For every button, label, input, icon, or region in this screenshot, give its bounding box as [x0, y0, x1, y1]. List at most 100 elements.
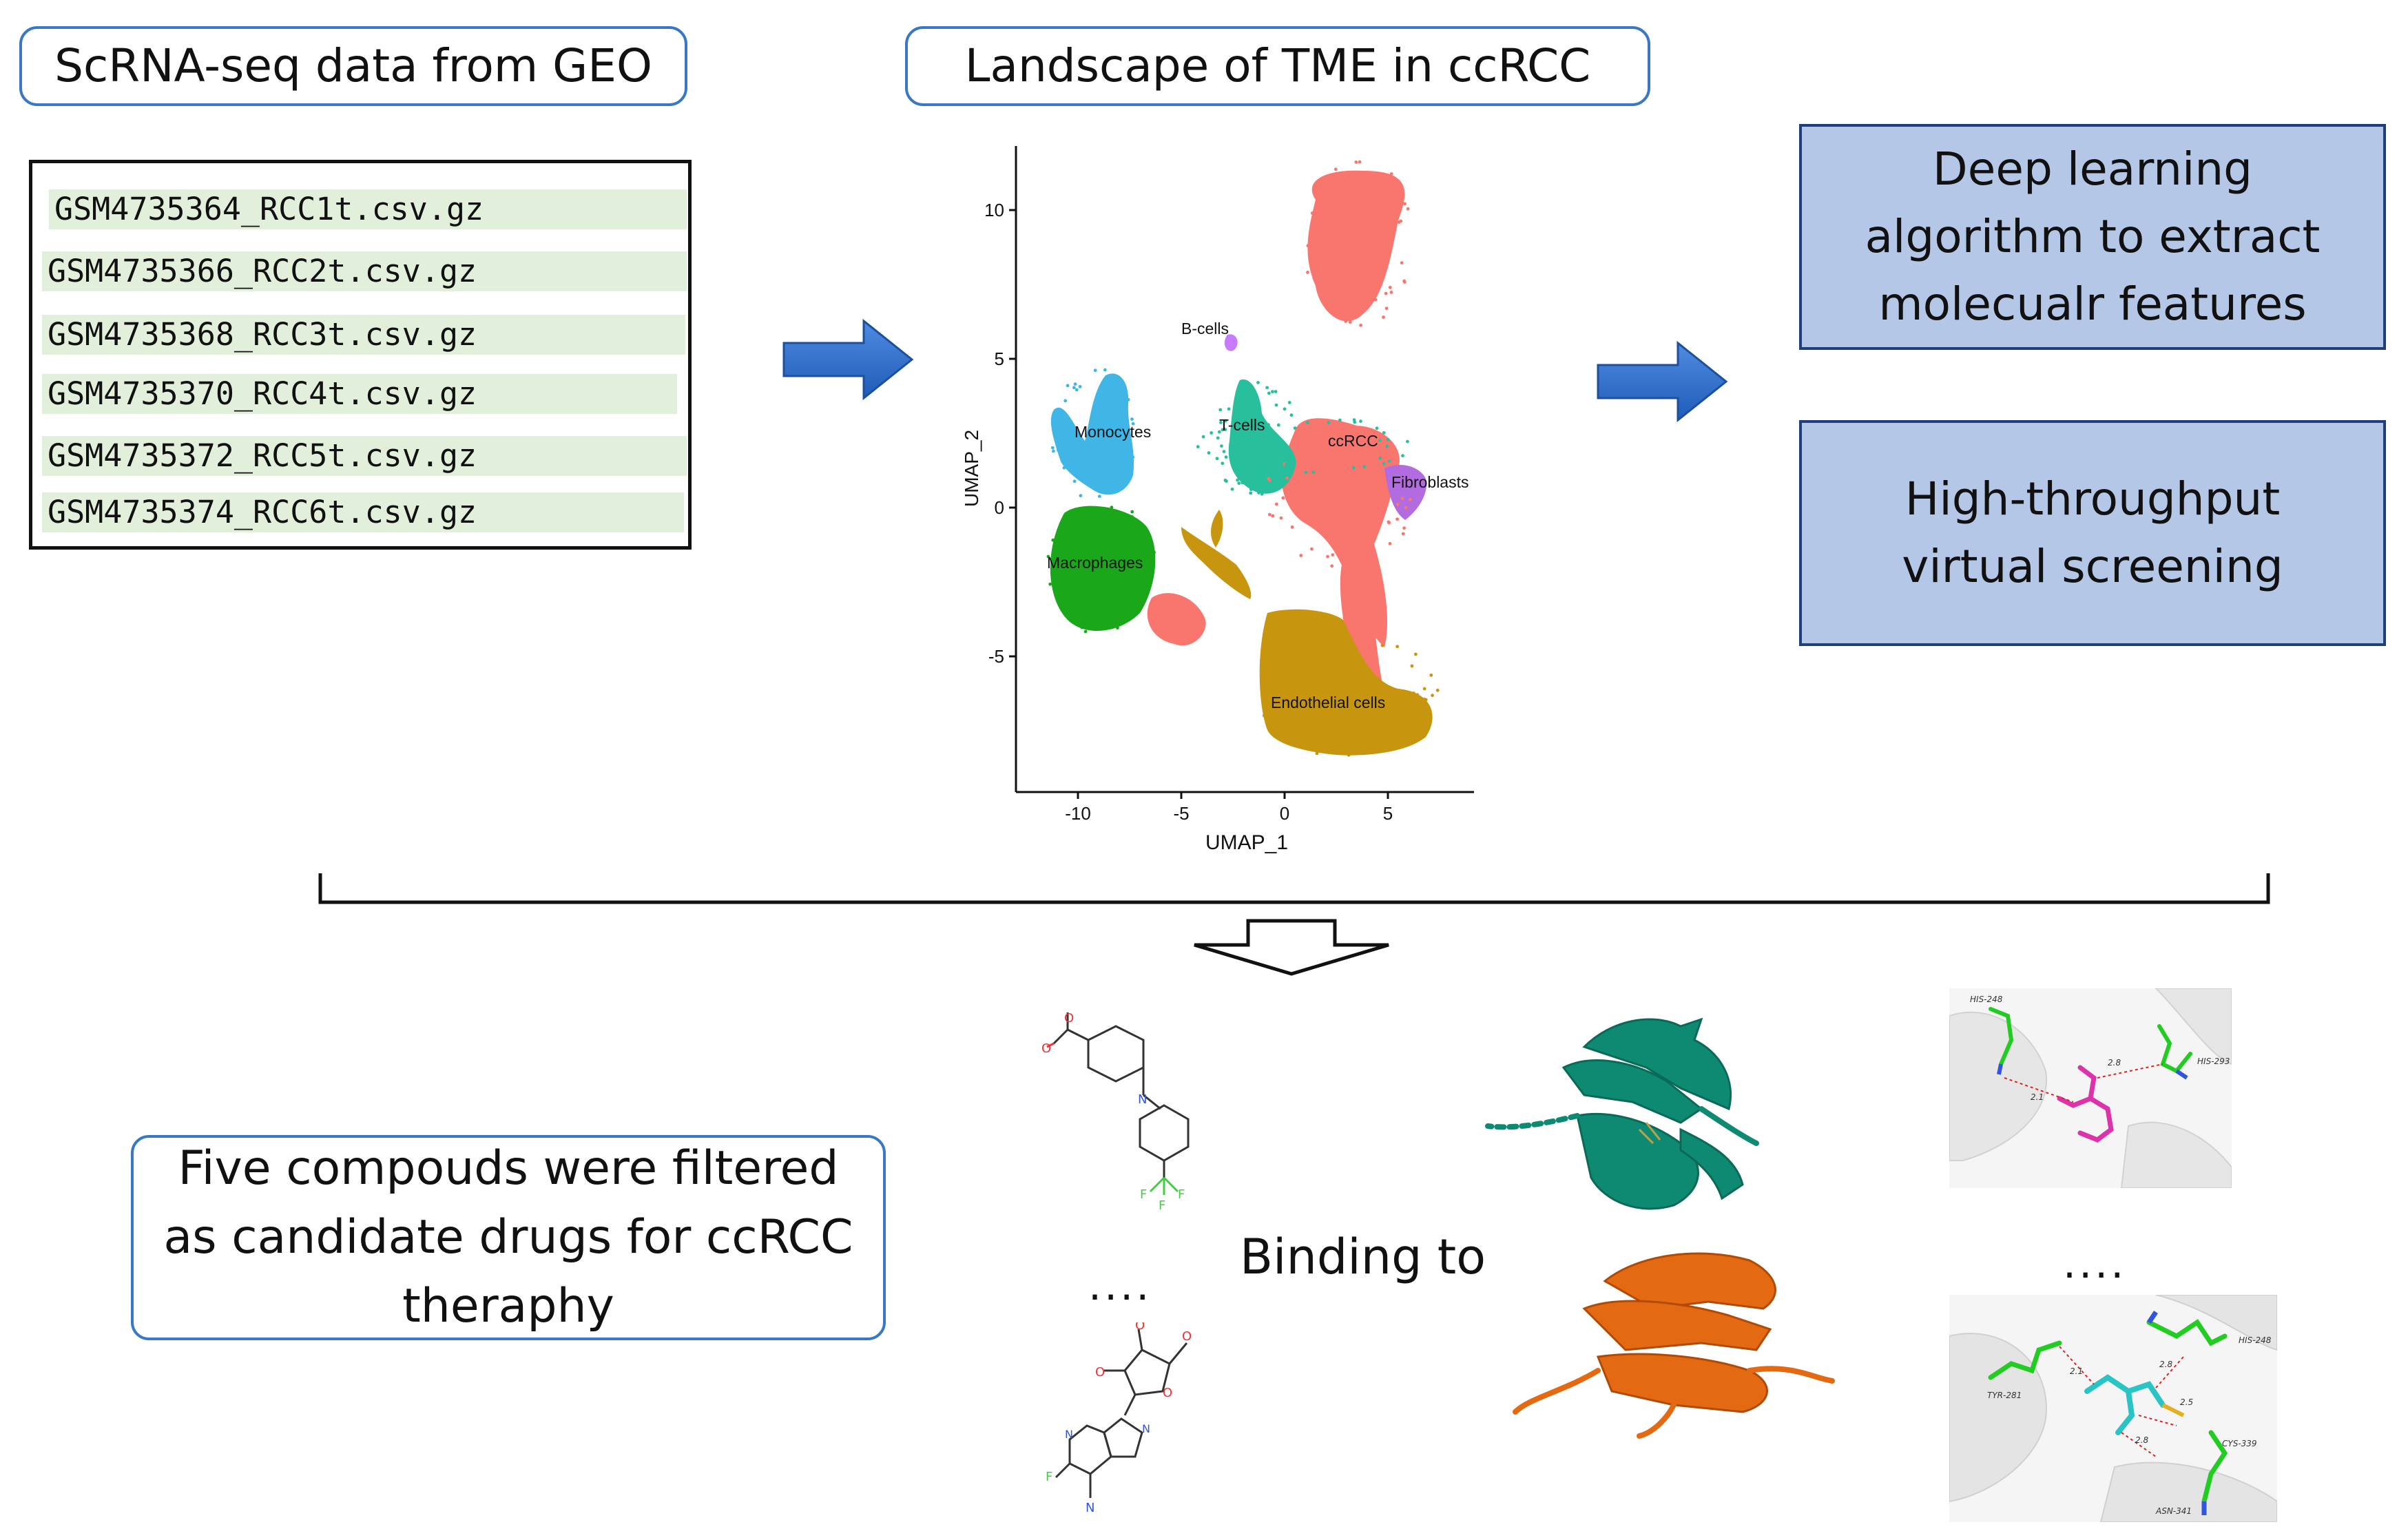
deep-learning-line: molecualr features: [1878, 278, 2307, 331]
umap-point: [1267, 477, 1271, 481]
distance-label: 2.1: [2031, 1092, 2044, 1102]
umap-point: [1217, 430, 1221, 434]
umap-point: [1056, 448, 1060, 452]
umap-point: [1075, 388, 1079, 392]
umap-point: [1301, 645, 1305, 649]
umap-point: [1345, 552, 1349, 556]
umap-point: [1333, 176, 1338, 180]
umap-point: [1129, 444, 1133, 448]
down-arrow-icon: [1194, 919, 1389, 976]
umap-point: [1331, 553, 1335, 557]
umap-point: [1345, 636, 1349, 640]
umap-point: [1330, 564, 1334, 568]
umap-point: [1262, 714, 1266, 718]
umap-point: [1139, 596, 1143, 600]
umap-point: [1353, 420, 1357, 424]
umap-point: [1109, 513, 1113, 517]
umap-point: [1326, 554, 1329, 559]
umap-point: [1237, 481, 1241, 486]
residue-label: TYR-281: [1987, 1391, 2022, 1400]
umap-point: [1254, 466, 1258, 470]
umap-point: [1078, 384, 1082, 388]
umap-point: [1196, 445, 1200, 449]
umap-point: [1236, 478, 1239, 482]
umap-point: [1311, 470, 1316, 475]
umap-point: [1256, 381, 1260, 384]
x-axis-label: UMAP_1: [1205, 831, 1288, 854]
residue-label: CYS-339: [2222, 1439, 2257, 1448]
umap-point: [1344, 320, 1348, 323]
svg-text:O: O: [1135, 1322, 1145, 1333]
cluster-ccrcc-main: [1147, 418, 1400, 716]
umap-point: [1315, 260, 1318, 264]
umap-point: [1249, 488, 1253, 492]
umap-point: [1347, 753, 1351, 757]
umap-point: [1061, 579, 1064, 583]
file-item: GSM4735366_RCC2t.csv.gz: [42, 251, 687, 291]
umap-point: [1064, 462, 1068, 466]
residue-label: HIS-248: [1970, 995, 2003, 1004]
umap-point: [1128, 610, 1132, 614]
umap-point: [1384, 742, 1389, 747]
umap-point: [1403, 202, 1407, 206]
umap-point: [1395, 502, 1400, 506]
umap-point: [1267, 512, 1272, 517]
label-monocytes: Monocytes: [1075, 423, 1151, 441]
umap-point: [1242, 470, 1246, 474]
umap-point: [1310, 547, 1314, 551]
umap-point: [1332, 184, 1336, 188]
umap-point: [1279, 720, 1283, 724]
file-item: GSM4735374_RCC6t.csv.gz: [42, 492, 684, 532]
umap-point: [1216, 436, 1220, 440]
file-item: GSM4735364_RCC1t.csv.gz: [49, 189, 687, 229]
result-box: Five compouds were filtered as candidate…: [131, 1135, 886, 1340]
label-endothelial: Endothelial cells: [1271, 694, 1385, 711]
umap-point: [1382, 461, 1386, 466]
umap-point: [1402, 280, 1407, 284]
umap-point: [1261, 419, 1265, 424]
umap-point: [1210, 431, 1214, 435]
umap-point: [1400, 261, 1404, 264]
umap-point: [1103, 368, 1107, 372]
umap-point: [1386, 437, 1390, 441]
umap-point: [1410, 664, 1414, 668]
umap-point: [1051, 538, 1055, 542]
umap-point: [1387, 521, 1391, 525]
umap-point: [1290, 525, 1294, 529]
umap-point: [1052, 449, 1055, 453]
cluster-tcells: [1228, 379, 1296, 494]
virtual-screening-box: High-throughput virtual screening: [1799, 420, 2386, 646]
umap-point: [1073, 382, 1077, 386]
umap-point: [1388, 541, 1392, 545]
umap-point: [1110, 506, 1114, 510]
umap-point: [1384, 306, 1389, 311]
umap-point: [1256, 486, 1260, 490]
umap-point: [1387, 459, 1391, 463]
deep-learning-line: algorithm to extract: [1865, 210, 2321, 263]
y-tick-label: -5: [988, 646, 1004, 667]
umap-point: [1297, 456, 1301, 460]
umap-point: [1215, 457, 1219, 461]
umap-point: [1130, 515, 1134, 519]
umap-point: [1257, 491, 1260, 495]
umap-point: [1152, 550, 1156, 554]
umap-point: [1406, 722, 1410, 726]
umap-point: [1339, 622, 1343, 626]
umap-point: [1072, 386, 1076, 390]
umap-point: [1311, 218, 1315, 222]
umap-point: [1324, 430, 1328, 435]
umap-point: [1138, 592, 1141, 596]
umap-point: [1431, 694, 1434, 698]
y-tick-label: 10: [984, 200, 1004, 220]
label-fibroblasts: Fibroblasts: [1391, 473, 1468, 491]
file-list: GSM4735364_RCC1t.csv.gz GSM4735366_RCC2t…: [29, 160, 692, 550]
umap-point: [1281, 496, 1285, 500]
umap-point: [1405, 439, 1409, 444]
cluster-fibroblasts: [1384, 465, 1426, 520]
umap-point: [1311, 252, 1316, 256]
umap-point: [1046, 554, 1050, 559]
umap-point: [1148, 566, 1152, 570]
umap-point: [1135, 603, 1139, 606]
file-item: GSM4735372_RCC5t.csv.gz: [42, 436, 687, 476]
umap-point: [1366, 539, 1370, 543]
